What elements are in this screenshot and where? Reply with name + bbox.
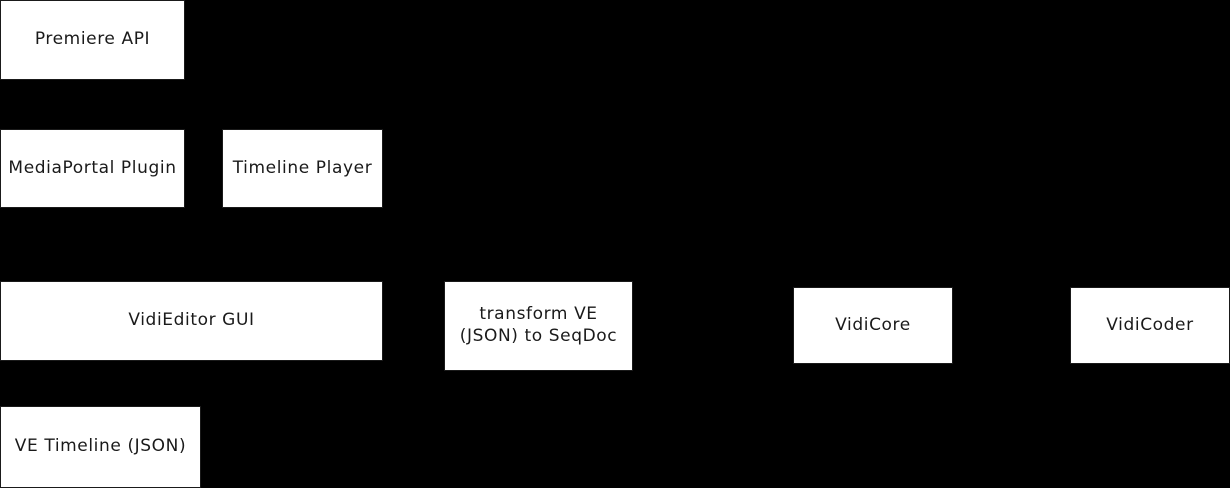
node-label-transform-ve-to-seqdoc: transform VE (JSON) to SeqDoc (459, 304, 618, 346)
node-mediaportal-plugin[interactable]: MediaPortal Plugin (0, 129, 185, 208)
node-ve-timeline-json[interactable]: VE Timeline (JSON) (0, 406, 201, 488)
node-timeline-player[interactable]: Timeline Player (222, 129, 383, 208)
node-vidicoder[interactable]: VidiCoder (1070, 287, 1230, 364)
node-vidicore[interactable]: VidiCore (793, 287, 953, 364)
node-label-mediaportal-plugin: MediaPortal Plugin (8, 157, 177, 178)
node-label-videditor-gui: VidiEditor GUI (128, 310, 255, 331)
node-label-timeline-player: Timeline Player (232, 157, 373, 178)
node-label-ve-timeline-json: VE Timeline (JSON) (14, 436, 187, 457)
node-label-premiere-api: Premiere API (34, 29, 151, 50)
node-transform-ve-to-seqdoc[interactable]: transform VE (JSON) to SeqDoc (444, 281, 633, 371)
node-label-vidicoder: VidiCoder (1106, 314, 1194, 335)
node-videditor-gui[interactable]: VidiEditor GUI (0, 281, 383, 361)
node-premiere-api[interactable]: Premiere API (0, 0, 185, 80)
node-label-vidicore: VidiCore (835, 314, 911, 335)
